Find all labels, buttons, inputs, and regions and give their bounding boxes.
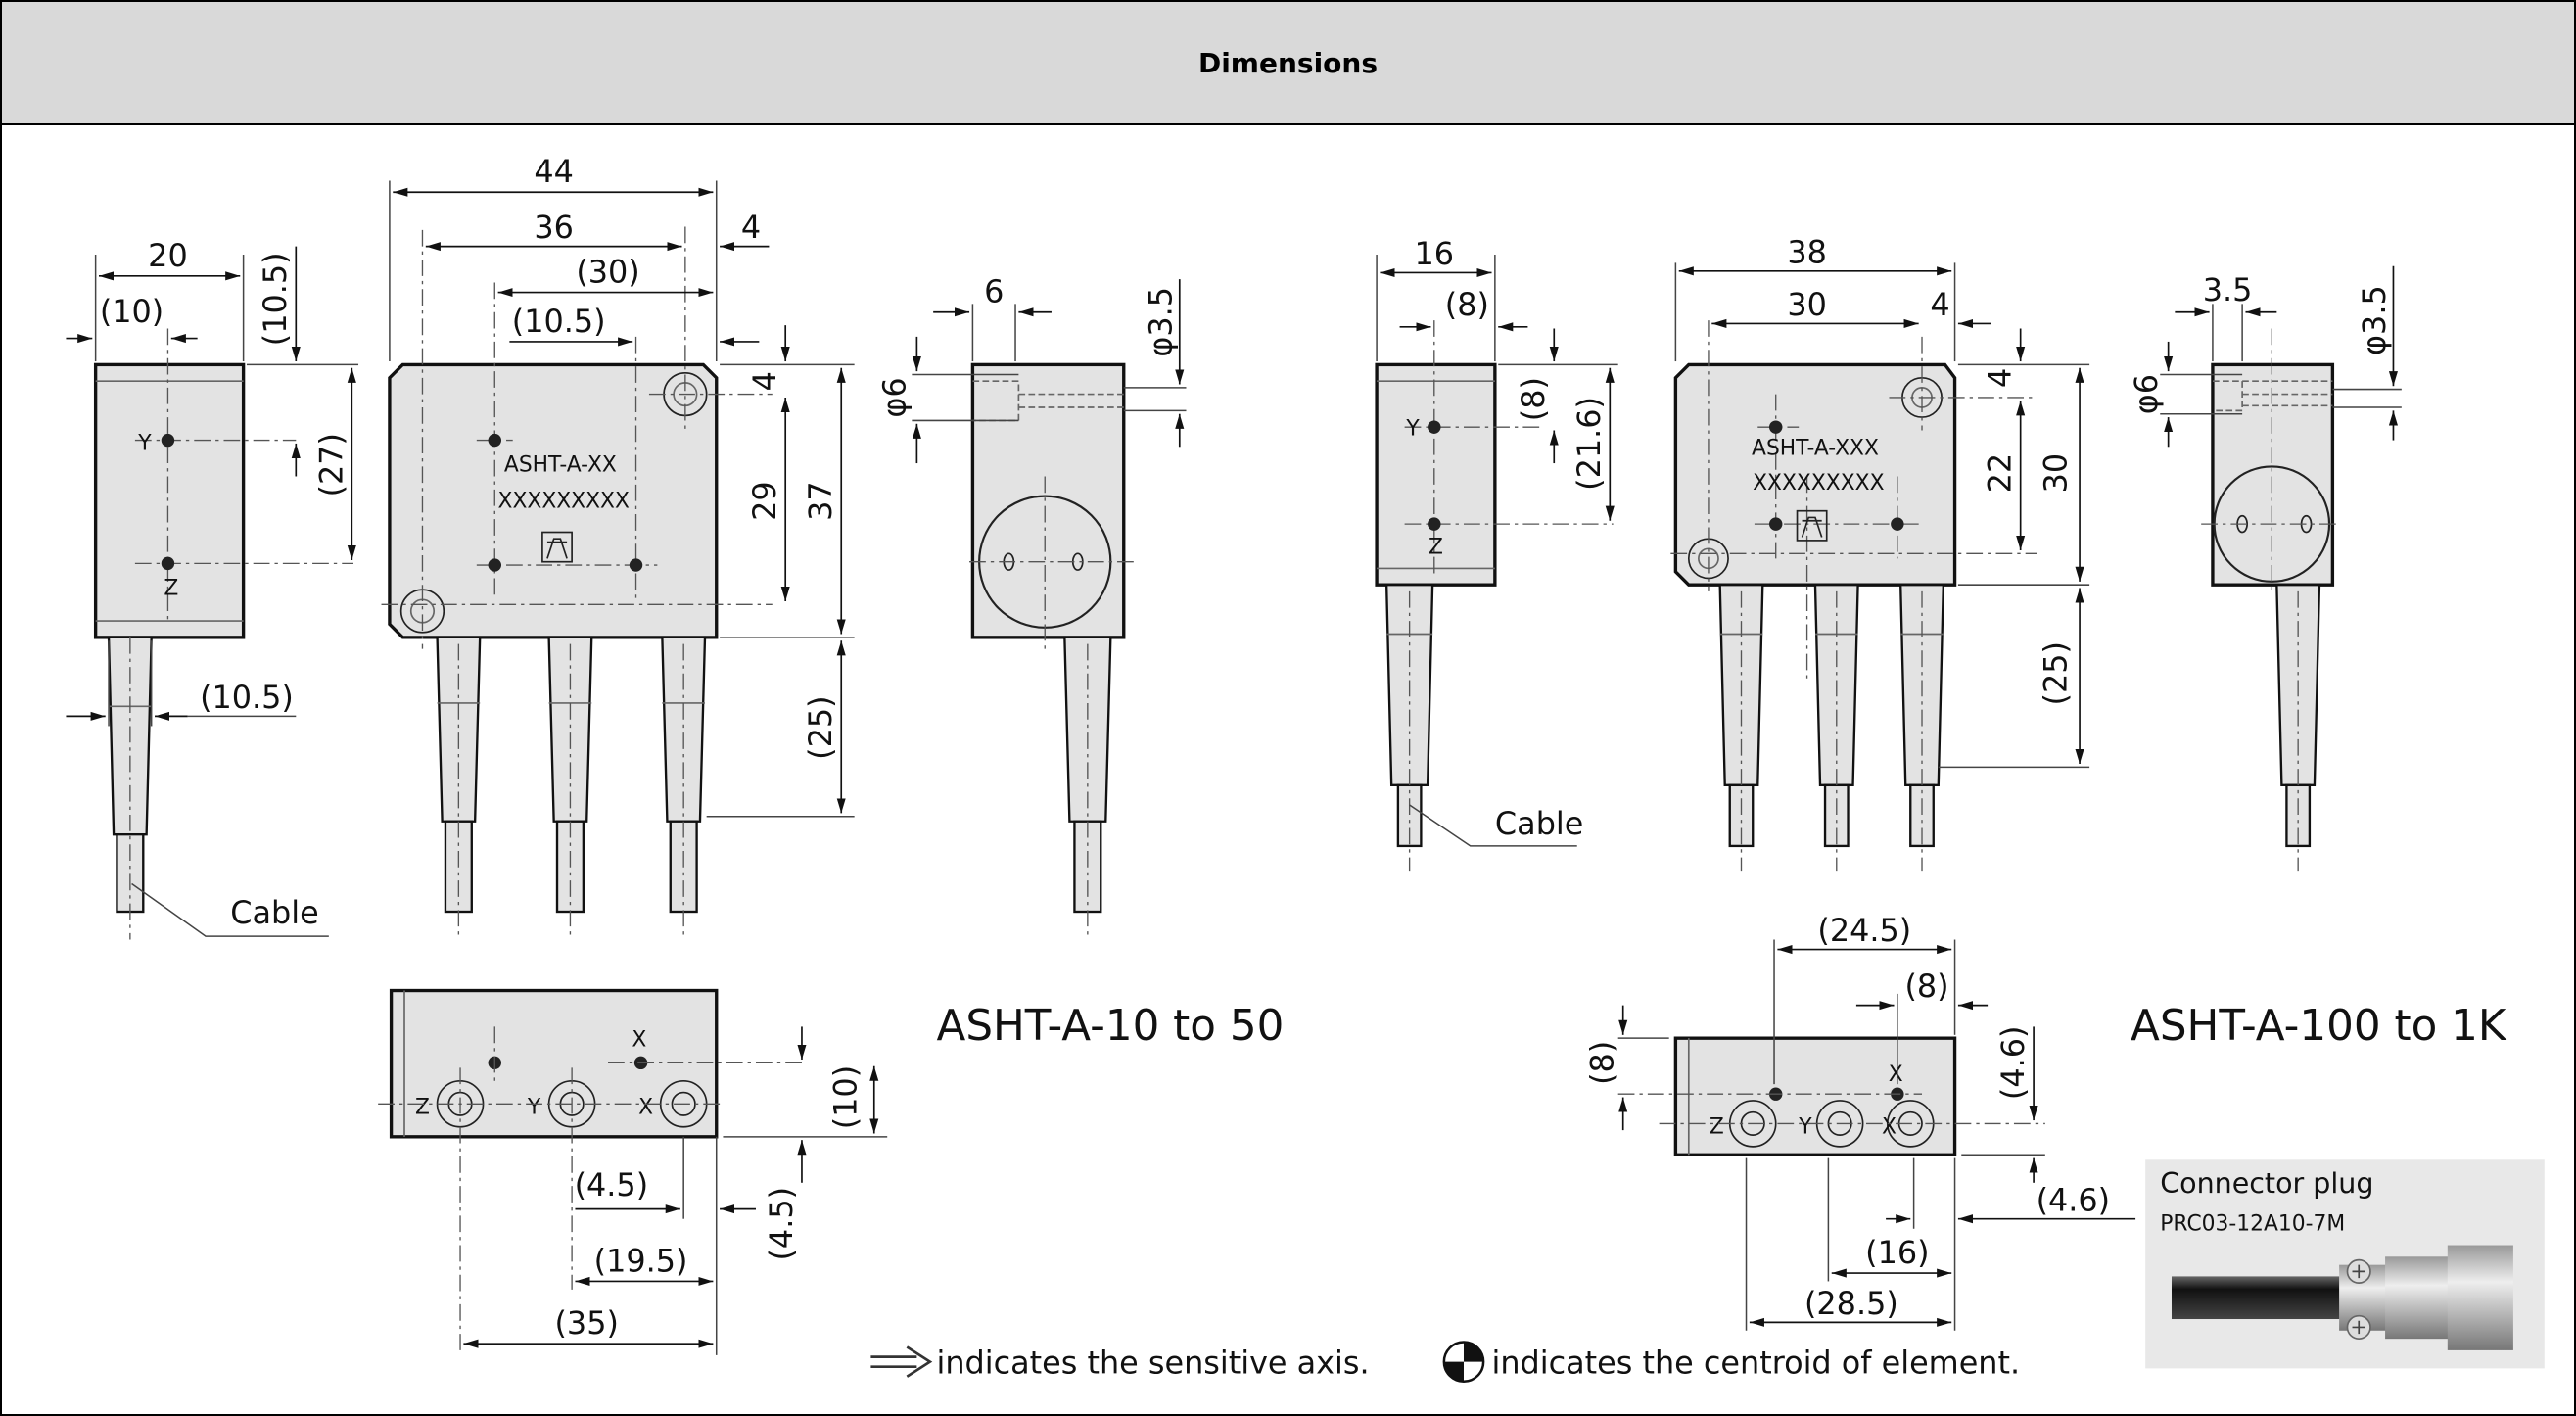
product-label-model: ASHT-A-XX [504, 452, 617, 477]
left-front-view: ASHT-A-XX XXXXXXXXX 44 36 4 (30) (10.5) … [381, 153, 855, 940]
dim-label: (10.5) [512, 303, 606, 340]
dim-label: (16) [1865, 1234, 1929, 1271]
connector-part-number: PRC03-12A10-7M [2160, 1211, 2345, 1236]
model-title-right: ASHT-A-100 to 1K [2131, 1002, 2507, 1051]
connector-plug-image [2171, 1245, 2513, 1350]
dim-label: (8) [1584, 1041, 1621, 1085]
axis-label-x: X [638, 1095, 653, 1119]
axis-label-x: X [1882, 1114, 1897, 1139]
dim-label: (8) [1445, 286, 1489, 323]
sensitive-axis-arrow-icon [870, 1345, 933, 1378]
product-label-model: ASHT-A-XXX [1752, 437, 1879, 461]
dim-label: (21.6) [1570, 397, 1608, 491]
cables [436, 636, 707, 940]
axis-label-z: Z [1429, 535, 1443, 559]
right-end-view: 3.5 φ6 φ3.5 [2128, 265, 2402, 872]
right-front-view: ASHT-A-XXX XXXXXXXXX 38 30 4 4 22 30 (25… [1670, 233, 2090, 872]
dim-label: 16 [1415, 235, 1455, 272]
dim-label: 30 [1787, 286, 1827, 323]
dim-label: 22 [1982, 453, 2019, 494]
axis-label-x: X [632, 1028, 646, 1053]
element-mark-icon [541, 531, 573, 563]
axis-label-x: X [1889, 1062, 1903, 1087]
dim-label: φ3.5 [2356, 285, 2393, 355]
dim-label: 30 [2037, 453, 2075, 494]
axis-label-y: Y [137, 432, 152, 456]
dim-label: 44 [534, 153, 574, 190]
product-label-serial: XXXXXXXXX [498, 489, 630, 513]
dim-label: (10) [826, 1065, 864, 1129]
dim-label: (10.5) [200, 679, 294, 716]
legend-centroid: indicates the centroid of element. [1492, 1344, 2021, 1381]
product-label-serial: XXXXXXXXX [1753, 471, 1884, 496]
dim-label: 6 [984, 273, 1004, 310]
dim-label: (28.5) [1804, 1285, 1898, 1322]
right-side-view: Y Z 16 (8) (8) (21.6) Cable [1375, 235, 1618, 872]
connector-title: Connector plug [2160, 1167, 2373, 1200]
legend-sensitive-axis: indicates the sensitive axis. [937, 1344, 1370, 1381]
axis-label-y: Y [1798, 1114, 1812, 1139]
axis-label-y: Y [1405, 417, 1420, 442]
dim-label: 36 [534, 209, 574, 246]
dim-label: (25) [802, 695, 839, 759]
cables [1718, 584, 1945, 872]
legend: indicates the sensitive axis. indicates … [870, 1341, 2021, 1384]
dim-label: φ6 [2128, 374, 2165, 414]
dim-label: 4 [741, 209, 761, 246]
dim-label: (10.5) [257, 252, 294, 346]
left-side-view: Y Z 20 (10) (10.5) (27) (10.5) Cable [66, 237, 359, 940]
dim-label: (30) [576, 254, 639, 291]
cable-label: Cable [1495, 805, 1583, 842]
axis-label-z: Z [415, 1095, 430, 1119]
dim-label: 38 [1787, 233, 1827, 270]
dim-label: φ6 [876, 377, 913, 417]
right-bottom-view: Z Y X X (24.5) (8) (8) (4.6) (4.6) (16) … [1584, 912, 2136, 1331]
left-bottom-view: Z Y X X (10) (4.5) (4.5) (19.5) (35) [378, 988, 888, 1355]
axis-label-z: Z [1710, 1114, 1724, 1139]
element-mark-icon [1796, 509, 1828, 542]
axis-label-y: Y [527, 1095, 541, 1119]
dim-label: 4 [746, 371, 783, 391]
dim-label: (8) [1904, 968, 1948, 1005]
dim-label: (25) [2037, 641, 2075, 705]
dim-label: 3.5 [2203, 271, 2253, 308]
cable-label: Cable [230, 894, 318, 931]
dim-label: (4.6) [1994, 1026, 2032, 1101]
dim-label: (24.5) [1817, 912, 1911, 949]
header: Dimensions [2, 2, 2574, 125]
dim-label: 4 [1982, 368, 2019, 388]
dim-label: 29 [746, 481, 783, 521]
dim-label: (19.5) [594, 1242, 688, 1279]
dim-label: (10) [100, 293, 164, 330]
connector-plug-panel: Connector plug PRC03-12A10-7M [2145, 1159, 2545, 1369]
axis-label-z: Z [164, 576, 178, 600]
dim-label: φ3.5 [1142, 287, 1179, 357]
dim-label: (35) [555, 1304, 619, 1342]
dim-label: 4 [1930, 286, 1949, 323]
dim-label: (4.5) [575, 1166, 649, 1204]
left-end-view: 6 φ6 φ3.5 [876, 273, 1187, 940]
dim-label: (8) [1515, 377, 1552, 421]
page-title: Dimensions [1197, 46, 1379, 79]
dim-label: (4.5) [763, 1187, 800, 1261]
dim-label: 20 [148, 237, 188, 274]
centroid-icon [1442, 1341, 1485, 1384]
dim-label: 37 [802, 481, 839, 521]
dim-label: (27) [312, 433, 350, 496]
dim-label: (4.6) [2037, 1181, 2111, 1218]
model-title-left: ASHT-A-10 to 50 [937, 1002, 1285, 1051]
